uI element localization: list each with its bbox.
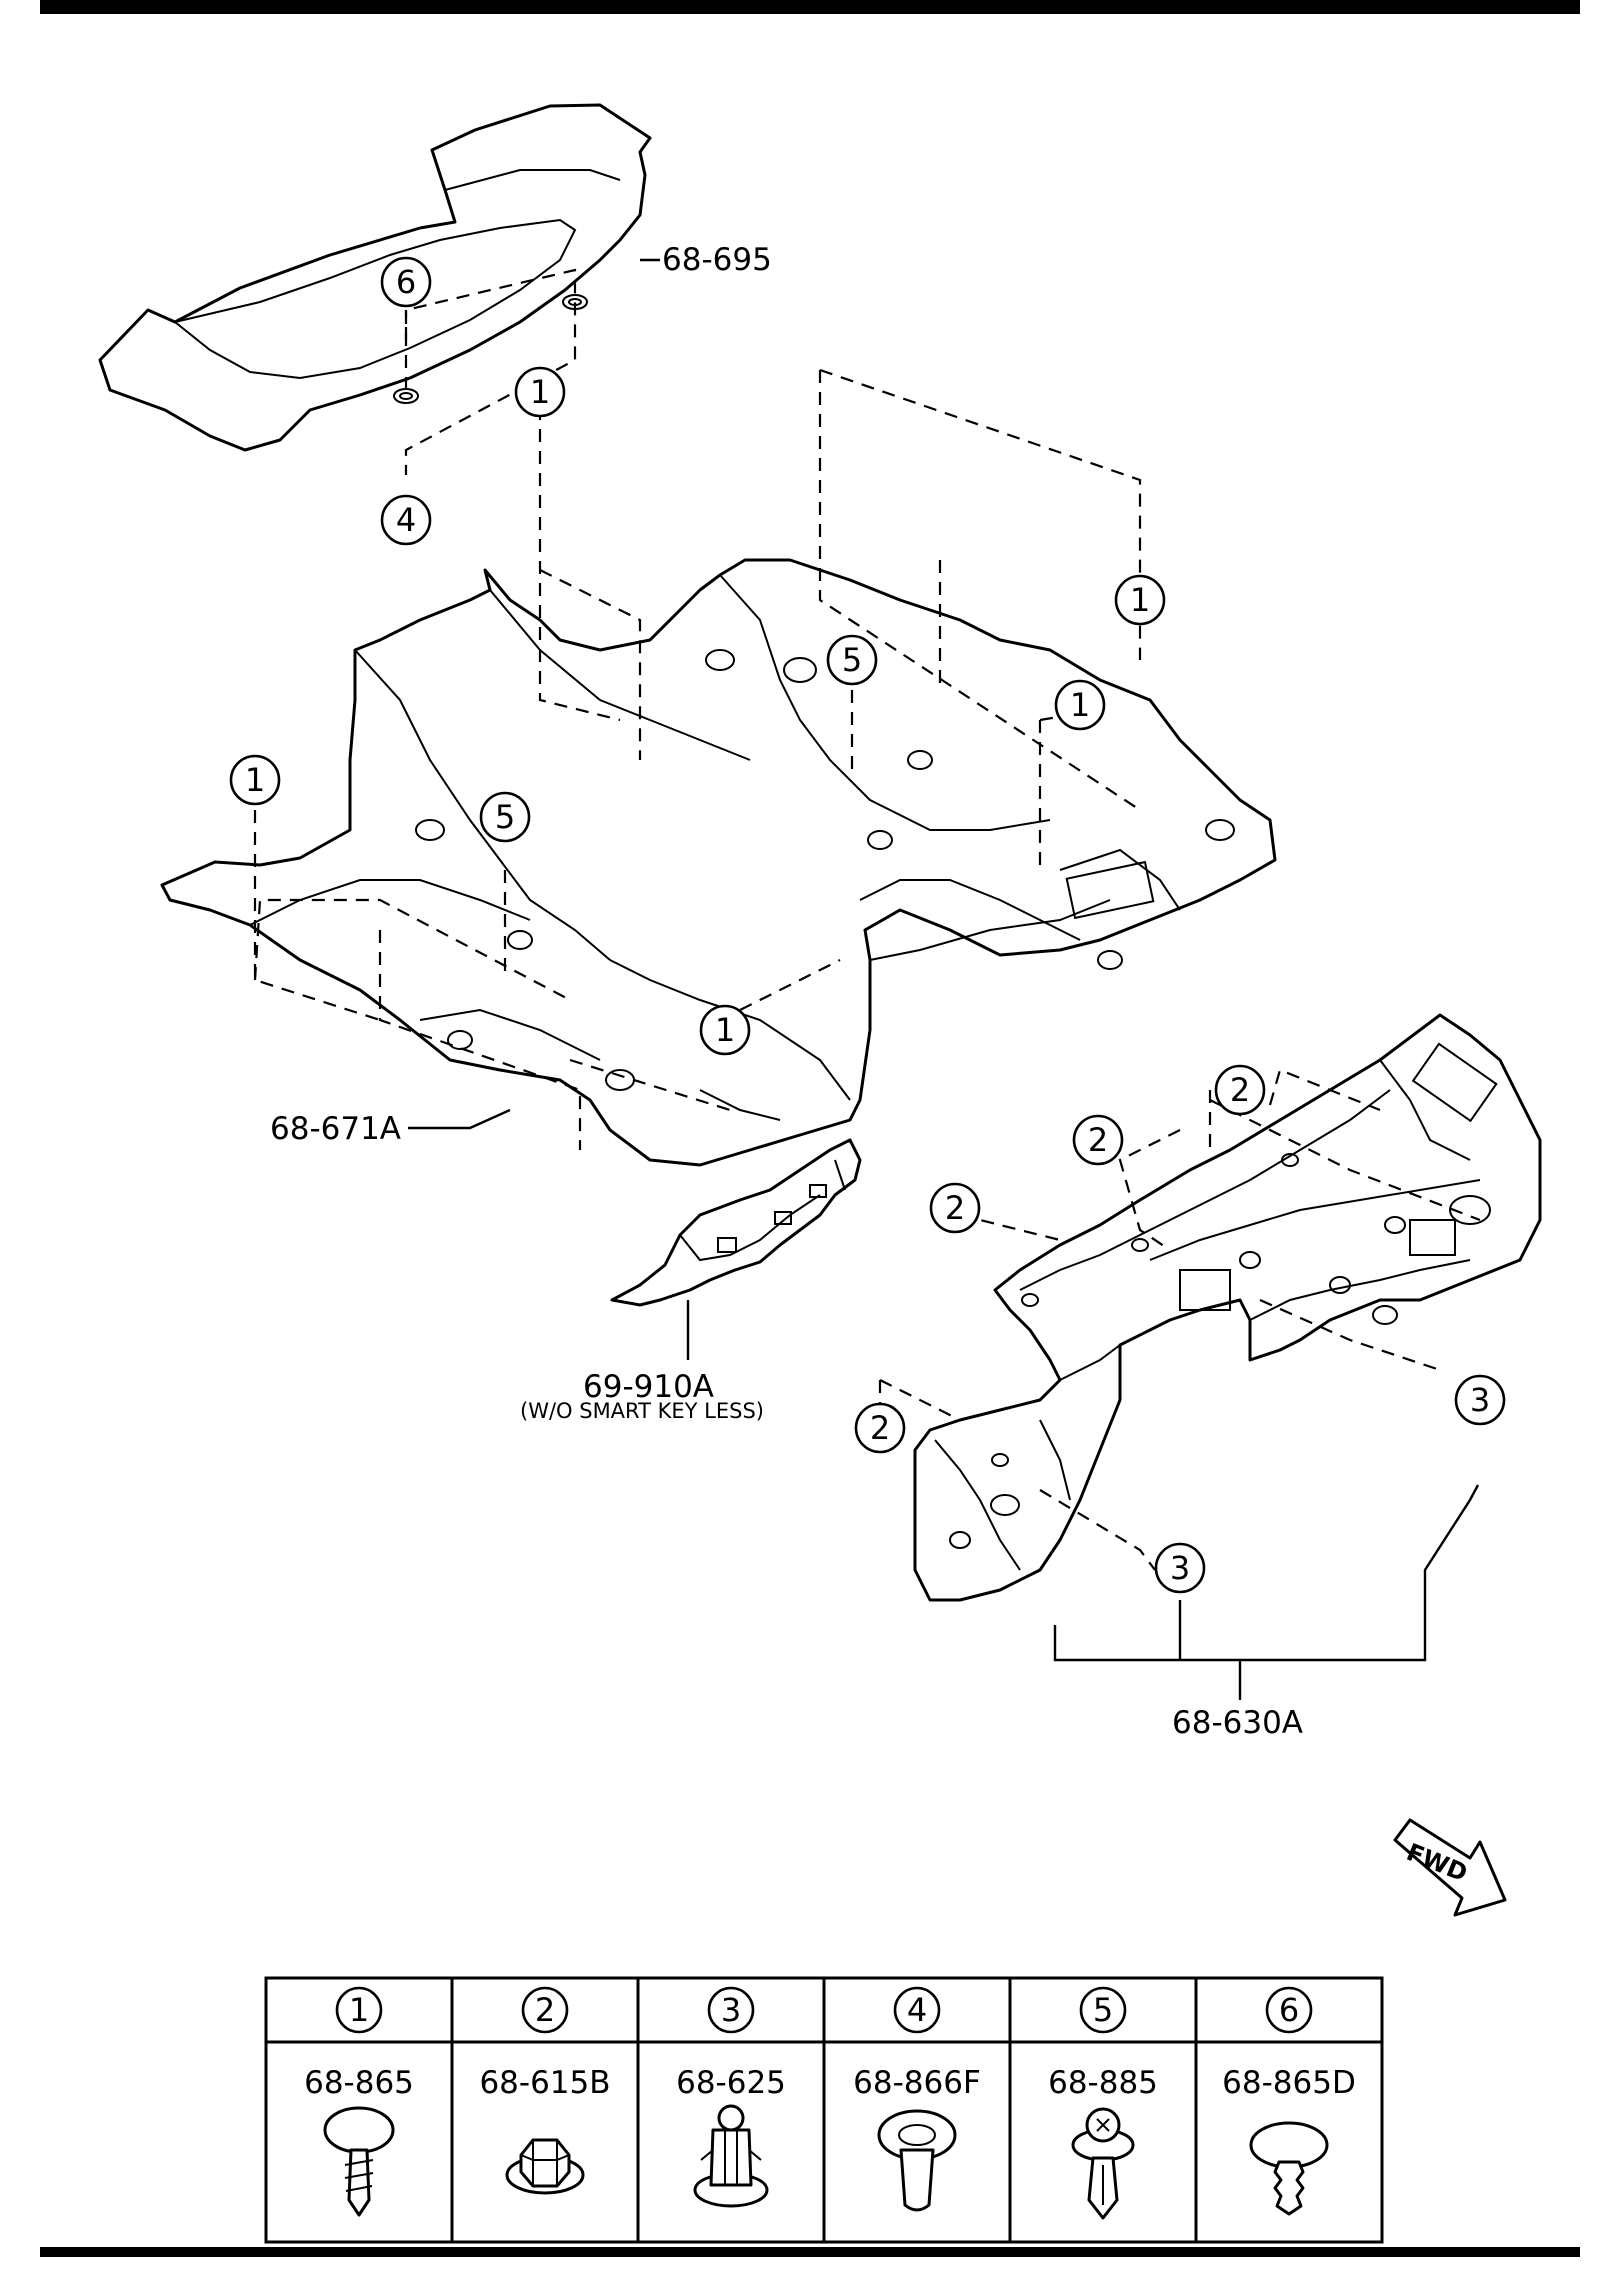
table-callout-number-3: 3 — [721, 1991, 741, 2029]
svg-text:5: 5 — [842, 641, 862, 679]
callout-1-carpet-center: 1 — [699, 1004, 751, 1056]
insulator-fastener-dashes — [878, 1068, 1481, 1571]
callout-3-insulator-bottom: 3 — [1154, 1542, 1206, 1594]
svg-text:2: 2 — [870, 1409, 890, 1447]
callout-1-carpet-right-top: 1 — [1114, 574, 1166, 626]
callout-2-insulator-top: 2 — [1214, 1064, 1266, 1116]
callout-5-carpet-rear: 5 — [826, 634, 878, 686]
svg-text:3: 3 — [1170, 1549, 1190, 1587]
callout-1-carpet-right: 1 — [1054, 679, 1106, 731]
svg-text:1: 1 — [715, 1011, 735, 1049]
screw-rivet-icon — [1071, 2107, 1135, 2220]
svg-text:1: 1 — [1130, 581, 1150, 619]
svg-text:1: 1 — [530, 373, 550, 411]
svg-text:5: 5 — [495, 798, 515, 836]
table-callout-circle-4 — [893, 1986, 941, 2034]
table-callout-circle-3 — [707, 1986, 755, 2034]
rear-mat-fastener-dashes — [404, 268, 577, 475]
svg-text:3: 3 — [1470, 1381, 1490, 1419]
svg-text:1: 1 — [245, 761, 265, 799]
table-callout-number-4: 4 — [907, 1991, 927, 2029]
svg-text:2: 2 — [1088, 1121, 1108, 1159]
table-callout-number-1: 1 — [349, 1991, 369, 2029]
callout-2-insulator-left: 2 — [929, 1182, 981, 1234]
fastener-table — [264, 1976, 1384, 2244]
table-part-number-6: 68-865D — [1222, 2065, 1356, 2101]
callout-6-rear-mat: 6 — [380, 256, 432, 308]
fir-tree-clip-icon — [1249, 2121, 1329, 2216]
table-callout-circle-1 — [335, 1986, 383, 2034]
leaders-68-630A — [1053, 1484, 1480, 1700]
part-label-68-630A: 68-630A — [1172, 1705, 1303, 1741]
table-part-number-5: 68-885 — [1048, 2065, 1158, 2101]
callout-5-carpet-front: 5 — [479, 791, 531, 843]
callout-2-insulator-bottom: 2 — [854, 1402, 906, 1454]
top-rule — [40, 0, 1580, 14]
table-part-number-2: 68-615B — [479, 2065, 610, 2101]
dash-insulator-68-630A — [913, 1013, 1542, 1602]
svg-text:2: 2 — [1230, 1071, 1250, 1109]
hex-nut-icon — [505, 2138, 585, 2195]
svg-text:6: 6 — [396, 263, 416, 301]
spring-clip-icon — [693, 2104, 769, 2208]
table-callout-circle-5 — [1079, 1986, 1127, 2034]
table-part-number-3: 68-625 — [676, 2065, 786, 2101]
table-callout-number-6: 6 — [1279, 1991, 1299, 2029]
table-callout-circle-2 — [521, 1986, 569, 2034]
fwd-arrow-icon: FWD — [1393, 1818, 1507, 1917]
part-label-69-910A: 69-910A — [583, 1369, 714, 1405]
table-callout-number-2: 2 — [535, 1991, 555, 2029]
table-part-number-1: 68-865 — [304, 2065, 414, 2101]
callout-4-rear-mat: 4 — [380, 494, 432, 546]
carpet-fastener-dashes — [253, 368, 1142, 1150]
push-clip-icon — [323, 2106, 395, 2217]
callout-3-insulator-right: 3 — [1454, 1374, 1506, 1426]
table-callout-number-5: 5 — [1093, 1991, 1113, 2029]
floor-carpet-68-671A — [160, 558, 1277, 1167]
svg-text:2: 2 — [945, 1189, 965, 1227]
table-callout-circle-6 — [1265, 1986, 1313, 2034]
bracket-69-910A — [610, 1138, 862, 1307]
plug-icon — [877, 2109, 957, 2212]
svg-text:4: 4 — [396, 501, 416, 539]
part-label-68-671A: 68-671A — [270, 1111, 401, 1147]
svg-text:1: 1 — [1070, 686, 1090, 724]
fastener-table-cells: 1 68-865 2 68-615B 3 68-625 4 68-866F 5 68-885 6 68… — [304, 1986, 1356, 2101]
table-part-number-4: 68-866F — [853, 2065, 981, 2101]
leader-68-671A — [408, 1108, 511, 1130]
part-note-69-910A: (W/O SMART KEY LESS) — [520, 1399, 764, 1423]
rear-floor-mat-68-695 — [98, 103, 652, 452]
bottom-rule — [40, 2247, 1580, 2257]
callout-1-carpet-left: 1 — [229, 754, 281, 806]
callout-1-carpet-top: 1 — [514, 366, 566, 418]
callout-2-insulator-mid: 2 — [1072, 1114, 1124, 1166]
part-label-68-695: 68-695 — [662, 242, 772, 278]
